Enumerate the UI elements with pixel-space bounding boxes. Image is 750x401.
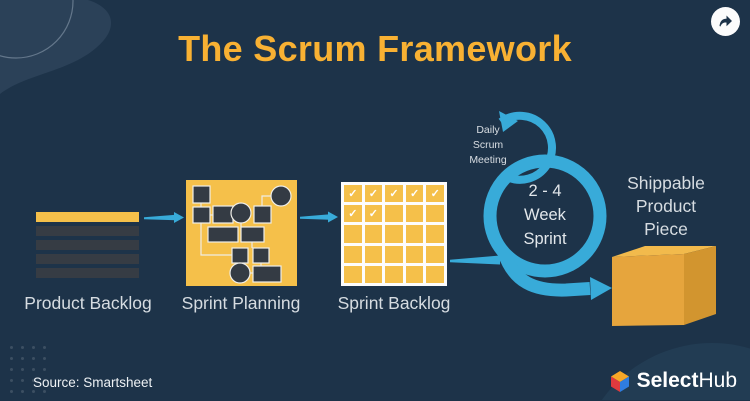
dot	[43, 346, 46, 349]
sprint-backlog-cell	[405, 245, 424, 263]
page-title: The Scrum Framework	[178, 28, 572, 69]
sprint-backlog-cell	[364, 265, 383, 283]
sprint-backlog-cell	[385, 225, 403, 243]
sprint-backlog-label: Sprint Backlog	[337, 293, 451, 313]
dot	[43, 357, 46, 360]
sprint-backlog-cell-checked: ✓	[344, 185, 362, 203]
dot	[21, 346, 24, 349]
corner-blob	[0, 0, 112, 94]
dot	[21, 357, 24, 360]
dot	[21, 390, 24, 393]
brand-name-bold: Select	[636, 369, 699, 392]
sprint-backlog-cell-checked: ✓	[364, 185, 383, 203]
brand-logo[interactable]: SelectHub	[609, 369, 737, 393]
sprint-backlog-cell	[405, 265, 424, 283]
dot	[10, 357, 13, 360]
dot	[32, 357, 35, 360]
sprint-planning-icon	[186, 180, 297, 286]
sprint-backlog-cell-checked: ✓	[426, 185, 444, 203]
dot	[43, 368, 46, 371]
dot	[32, 390, 35, 393]
sprint-backlog-cell	[385, 245, 403, 263]
dot	[43, 390, 46, 393]
backlog-bar	[36, 240, 139, 250]
backlog-bar	[36, 268, 139, 278]
dot	[32, 368, 35, 371]
dot	[21, 379, 24, 382]
bottom-circle	[601, 343, 750, 400]
dot	[32, 379, 35, 382]
dot	[10, 368, 13, 371]
sprint-backlog-cell	[344, 265, 362, 283]
dot	[21, 368, 24, 371]
source-text: Source: Smartsheet	[33, 375, 153, 390]
sprint-backlog-cell	[385, 265, 403, 283]
sprint-backlog-cell	[426, 265, 444, 283]
share-button[interactable]	[711, 7, 740, 36]
sprint-backlog-grid: ✓✓✓✓✓✓✓	[341, 182, 447, 286]
dot	[32, 346, 35, 349]
sprint-backlog-cell	[405, 225, 424, 243]
corner-arc	[0, 0, 74, 59]
sprint-backlog-cell	[344, 245, 362, 263]
sprint-backlog-cell	[344, 225, 362, 243]
product-backlog-icon	[36, 212, 139, 282]
sprint-backlog-cell-checked: ✓	[385, 185, 403, 203]
product-backlog-label: Product Backlog	[24, 293, 152, 313]
sprint-backlog-cell	[385, 205, 403, 223]
sprint-backlog-cell	[426, 205, 444, 223]
backlog-bar	[36, 254, 139, 264]
brand-cube-icon	[610, 370, 629, 392]
sprint-backlog-cell	[364, 245, 383, 263]
brand-name: SelectHub	[637, 369, 737, 393]
sprint-backlog-cell	[426, 225, 444, 243]
sprint-backlog-cell	[405, 205, 424, 223]
shippable-label: Shippable Product Piece	[627, 173, 705, 240]
sprint-backlog-cell	[426, 245, 444, 263]
sprint-planning-diagram	[192, 185, 292, 284]
sprint-backlog-cell	[364, 225, 383, 243]
backlog-bar	[36, 226, 139, 236]
dot	[10, 346, 13, 349]
sprint-planning-label: Sprint Planning	[181, 293, 301, 313]
brand-name-regular: Hub	[698, 369, 737, 392]
sprint-backlog-cell-checked: ✓	[344, 205, 362, 223]
dot	[43, 379, 46, 382]
daily-scrum-label: Daily Scrum Meeting	[469, 124, 507, 166]
backlog-bar-highlighted	[36, 212, 139, 222]
dot	[10, 390, 13, 393]
share-arrow-icon	[719, 15, 732, 27]
sprint-backlog-cell-checked: ✓	[405, 185, 424, 203]
sprint-loop-label: 2 - 4 Week Sprint	[523, 182, 567, 248]
dot	[10, 379, 13, 382]
sprint-backlog-cell-checked: ✓	[364, 205, 383, 223]
dot-pattern	[10, 346, 54, 401]
